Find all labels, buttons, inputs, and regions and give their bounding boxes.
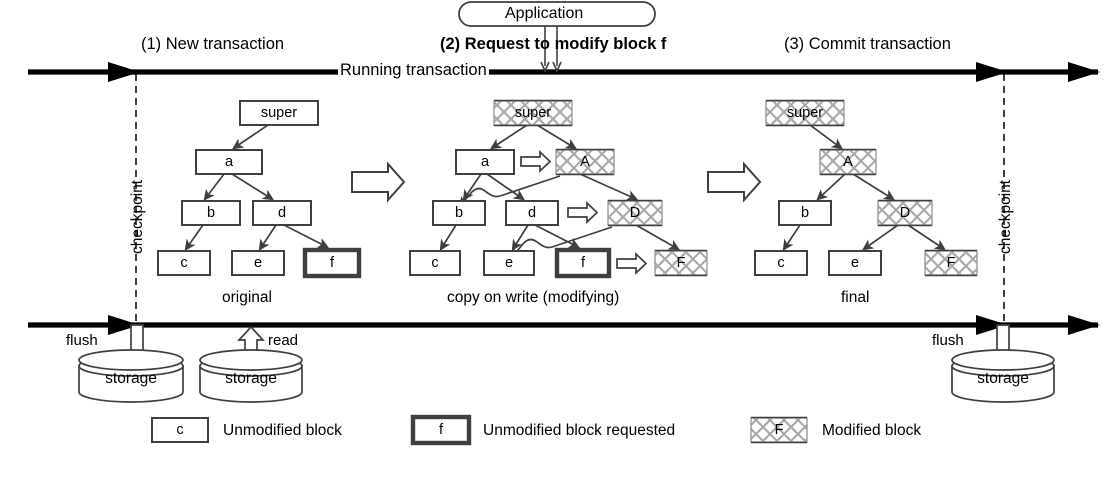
application-node-shape — [458, 1, 656, 73]
block-label-f-F: F — [946, 255, 956, 271]
storage-label-2: storage — [225, 370, 277, 387]
phase-label-3: (3) Commit transaction — [784, 35, 951, 53]
block-label-o-f: f — [329, 255, 335, 271]
stage-caption-final: final — [841, 289, 870, 306]
storage-cylinder-3 — [951, 349, 1055, 403]
block-label-m-a: a — [480, 154, 490, 170]
block-o-d — [252, 200, 312, 226]
block-o-e — [231, 250, 285, 276]
timeline-label: Running transaction — [338, 61, 489, 79]
legend-sample-plain — [151, 417, 209, 443]
copy-arrow-f-to-F — [616, 252, 648, 275]
block-label-f-e: e — [850, 255, 860, 271]
block-m-super — [493, 100, 573, 126]
tree-cow-edges — [439, 124, 681, 252]
tree-original-edges — [184, 124, 330, 251]
block-o-super — [239, 100, 319, 126]
read-label: read — [268, 332, 299, 349]
block-label-f-A: A — [843, 154, 853, 170]
block-m-c — [409, 250, 461, 276]
phase-label-1: (1) New transaction — [141, 35, 285, 53]
legend-sample-label-requested: f — [438, 422, 444, 438]
block-label-o-super: super — [260, 105, 298, 121]
block-o-f — [302, 247, 362, 279]
block-label-m-f: f — [580, 255, 586, 271]
block-label-f-D: D — [899, 205, 911, 221]
block-m-a — [455, 149, 515, 175]
block-label-o-e: e — [253, 255, 263, 271]
block-label-m-D: D — [629, 205, 641, 221]
legend-sample-requested — [410, 414, 472, 446]
block-m-b — [432, 200, 486, 226]
block-f-super — [765, 100, 845, 126]
phase-label-2: (2) Request to modify block f — [440, 35, 667, 53]
block-label-f-super: super — [786, 105, 824, 121]
block-m-d — [505, 200, 559, 226]
block-f-D — [877, 200, 933, 226]
io-timeline-arrowhead-2 — [976, 315, 1008, 335]
stage-caption-original: original — [222, 289, 272, 306]
block-label-m-c: c — [431, 255, 439, 271]
checkpoint-label-left: checkpoint — [129, 179, 146, 254]
storage-cylinder-2 — [199, 349, 303, 403]
application-node-label: Application — [505, 5, 584, 22]
block-f-b — [778, 200, 832, 226]
timeline-arrowhead-1 — [108, 62, 140, 82]
tree-final-edges — [782, 124, 946, 251]
block-label-o-d: d — [277, 205, 287, 221]
io-timeline-arrowhead-1 — [108, 315, 140, 335]
flush-label-right: flush — [932, 332, 964, 349]
timeline-arrowhead-2 — [976, 62, 1008, 82]
storage-label-3: storage — [977, 370, 1029, 387]
block-o-a — [195, 149, 263, 175]
block-o-b — [181, 200, 241, 226]
block-m-e — [483, 250, 535, 276]
top-timeline — [28, 62, 1100, 82]
stage-arrow-1 — [351, 161, 406, 203]
legend-sample-label-modified: F — [774, 422, 784, 438]
bottom-timeline — [28, 315, 1100, 335]
block-label-f-b: b — [800, 205, 810, 221]
block-label-o-b: b — [206, 205, 216, 221]
block-label-m-b: b — [454, 205, 464, 221]
storage-cylinder-1 — [78, 349, 184, 403]
timeline-arrowhead-3 — [1068, 62, 1100, 82]
flush-label-left: flush — [66, 332, 98, 349]
block-label-m-e: e — [504, 255, 514, 271]
block-m-f — [554, 247, 612, 279]
block-label-m-A: A — [580, 154, 590, 170]
checkpoint-label-right: checkpoint — [997, 179, 1014, 254]
legend-text-plain: Unmodified block — [223, 422, 342, 439]
legend-text-modified: Modified block — [822, 422, 922, 439]
block-label-m-d: d — [527, 205, 537, 221]
io-timeline-arrowhead-3 — [1068, 315, 1100, 335]
stage-caption-cow: copy on write (modifying) — [447, 289, 620, 306]
legend-text-requested: Unmodified block requested — [483, 422, 676, 439]
stage-arrow-2 — [707, 161, 762, 203]
block-f-c — [754, 250, 808, 276]
block-label-m-F: F — [676, 255, 686, 271]
block-label-o-c: c — [180, 255, 188, 271]
copy-arrow-a-to-A — [520, 150, 552, 173]
block-label-m-super: super — [514, 105, 552, 121]
tree-cow-reparent-links — [458, 175, 613, 259]
block-o-c — [157, 250, 211, 276]
storage-label-1: storage — [105, 370, 157, 387]
block-label-o-a: a — [224, 154, 234, 170]
block-label-f-c: c — [777, 255, 785, 271]
legend-sample-label-plain: c — [176, 422, 184, 438]
copy-arrow-d-to-D — [567, 201, 599, 224]
block-m-F — [654, 250, 708, 276]
block-f-e — [828, 250, 882, 276]
